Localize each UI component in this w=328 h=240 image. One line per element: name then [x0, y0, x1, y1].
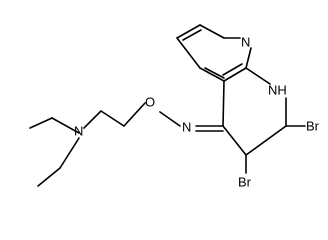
bromine-bottom-label: Br [238, 174, 252, 189]
ring-nh-label: NH [268, 82, 287, 97]
oxime-double-bond [195, 125, 224, 132]
side-chain [29, 102, 181, 187]
oxime-oxygen-label: O [145, 94, 155, 109]
oxime-nitrogen-label: N [182, 119, 191, 134]
bromine-top-label: Br [306, 118, 320, 133]
dihydro-ring [222, 67, 287, 156]
amine-nitrogen-label: N [74, 123, 83, 138]
bromine-bonds [245, 125, 306, 174]
pyridine-ring [176, 24, 252, 82]
chemical-structure-diagram: N NH O N N Br Br [29, 24, 320, 189]
pyridine-nitrogen-label: N [241, 34, 250, 49]
